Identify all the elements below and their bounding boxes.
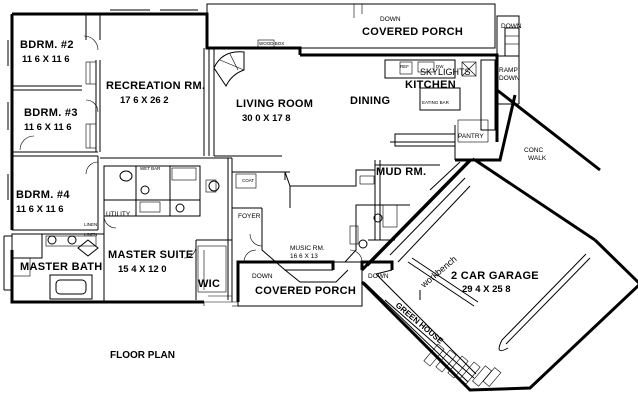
- bdrm4-size: 11 6 X 11 6: [16, 204, 64, 215]
- garage-size: 29 4 X 25 8: [462, 284, 511, 295]
- porch-bottom-label: COVERED PORCH: [255, 285, 356, 297]
- garage-name: 2 CAR GARAGE: [451, 270, 539, 282]
- wic-name: WIC: [198, 278, 220, 290]
- floor-plan-caption: FLOOR PLAN: [110, 350, 175, 361]
- kitchen-name: KITCHEN: [405, 79, 456, 91]
- down-porch-right: DOWN: [368, 273, 389, 280]
- linen1-label: LINEN: [84, 222, 97, 227]
- wet-bar-label: WET BAR: [140, 166, 161, 171]
- living-size: 30 0 X 17 8: [242, 113, 291, 124]
- bdrm4-name: BDRM. #4: [16, 189, 70, 201]
- ref-label: REF: [400, 64, 409, 69]
- porch-top-label: COVERED PORCH: [362, 26, 463, 38]
- master-bath-name: MASTER BATH: [20, 261, 103, 273]
- pantry-label: PANTRY: [458, 133, 484, 140]
- bdrm2-name: BDRM. #2: [20, 39, 74, 51]
- coat-label: COAT: [242, 178, 254, 183]
- down-right: DOWN: [501, 23, 522, 30]
- conc-label: CONC: [524, 147, 543, 154]
- annotation-labels: COVERED PORCH COVERED PORCH DOWN DOWN RA…: [84, 16, 547, 297]
- dining-name: DINING: [350, 95, 390, 107]
- master-suite-name: MASTER SUITE: [108, 249, 194, 261]
- music-name: MUSIC RM.: [290, 245, 325, 252]
- down-porch-left: DOWN: [252, 273, 273, 280]
- skylights-label: SKYLIGHTS: [420, 67, 471, 77]
- master-suite-size: 15 4 X 12 0: [118, 264, 167, 275]
- covered-porch-bottom: [203, 261, 363, 307]
- covered-porch-top: [206, 3, 520, 105]
- down-top: DOWN: [380, 16, 401, 23]
- recreation-name: RECREATION RM.: [106, 80, 205, 92]
- interior-walls: [12, 14, 496, 302]
- foyer-label: FOYER: [238, 213, 261, 220]
- linen2-label: LINEN: [84, 232, 97, 237]
- ramp-label: RAMP: [499, 67, 518, 74]
- exterior-walls: [10, 12, 638, 392]
- mud-name: MUD RM.: [376, 166, 426, 178]
- ramp-down-label: DOWN: [499, 75, 520, 82]
- fixtures: [3, 9, 477, 303]
- bdrm3-size: 11 6 X 11 6: [24, 122, 72, 133]
- utility-label: UTILITY: [106, 211, 131, 218]
- music-size: 16 6 X 13: [290, 253, 318, 260]
- living-name: LIVING ROOM: [236, 98, 313, 110]
- recreation-size: 17 6 X 26 2: [120, 95, 169, 106]
- garage-walls: [360, 157, 638, 387]
- room-labels: BDRM. #2 11 6 X 11 6 BDRM. #3 11 6 X 11 …: [16, 39, 539, 346]
- dw-label: DW: [436, 64, 444, 69]
- wood-box-label: WOOD BOX: [259, 41, 284, 46]
- bdrm3-name: BDRM. #3: [24, 107, 78, 119]
- bdrm2-size: 11 6 X 11 6: [22, 54, 70, 65]
- eating-bar-label: EATING BAR: [422, 100, 450, 105]
- walk-label: WALK: [528, 155, 547, 162]
